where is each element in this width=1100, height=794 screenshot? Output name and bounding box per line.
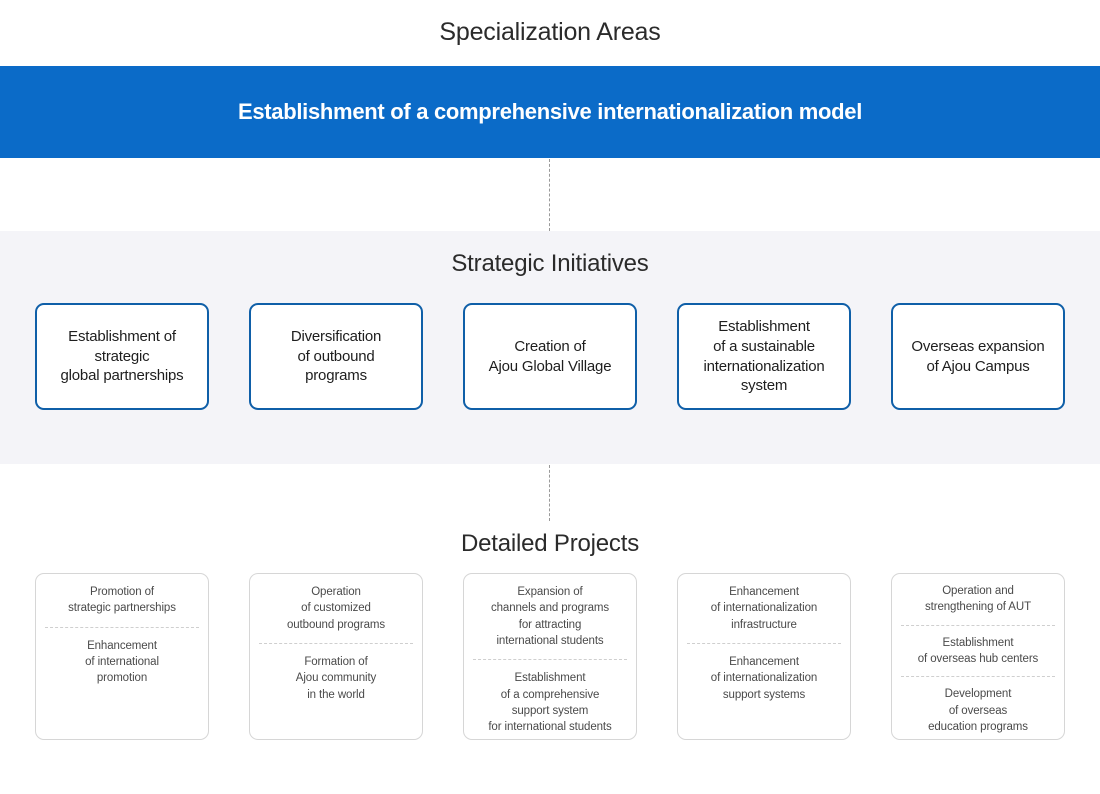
detailed-project-item: Enhancement of international promotion — [45, 626, 199, 697]
detailed-projects-card-3: Expansion of channels and programs for a… — [463, 573, 637, 740]
detailed-project-item: Operation and strengthening of AUT — [924, 585, 1032, 614]
detailed-projects-row: Promotion of strategic partnerships Enha… — [35, 573, 1065, 740]
detailed-project-item: Expansion of channels and programs for a… — [490, 586, 610, 647]
specialization-areas-title: Specialization Areas — [439, 18, 661, 46]
connector-line-top — [549, 159, 550, 231]
vision-banner-text: Establishment of a comprehensive interna… — [237, 99, 863, 124]
detailed-projects-title: Detailed Projects — [460, 530, 640, 557]
detailed-project-item: Operation of customized outbound program… — [286, 586, 386, 631]
detailed-project-item: Enhancement of internationalization infr… — [710, 586, 818, 631]
strategic-initiative-card-3[interactable]: Creation of Ajou Global Village — [463, 303, 637, 410]
detailed-project-item: Establishment of a comprehensive support… — [473, 659, 627, 745]
detailed-project-item: Enhancement of internationalization supp… — [687, 642, 841, 713]
strategic-initiatives-title: Strategic Initiatives — [451, 250, 649, 277]
detailed-projects-card-1: Promotion of strategic partnerships Enha… — [35, 573, 209, 740]
vision-banner: Establishment of a comprehensive interna… — [0, 66, 1100, 158]
strategic-initiatives-row: Establishment of strategic global partne… — [35, 303, 1065, 410]
detailed-projects-card-4: Enhancement of internationalization infr… — [677, 573, 851, 740]
strategic-initiative-card-2[interactable]: Diversification of outbound programs — [249, 303, 423, 410]
detailed-project-item: Formation of Ajou community in the world — [259, 642, 413, 713]
detailed-project-item: Promotion of strategic partnerships — [68, 586, 176, 615]
connector-line-bottom — [549, 465, 550, 521]
detailed-project-item: Establishment of overseas hub centers — [901, 624, 1055, 677]
detailed-projects-card-5: Operation and strengthening of AUT Estab… — [891, 573, 1065, 740]
detailed-project-item: Development of overseas education progra… — [901, 676, 1055, 744]
strategic-initiative-card-4[interactable]: Establishment of a sustainable internati… — [677, 303, 851, 410]
strategic-initiative-card-5[interactable]: Overseas expansion of Ajou Campus — [891, 303, 1065, 410]
strategic-initiative-card-1[interactable]: Establishment of strategic global partne… — [35, 303, 209, 410]
detailed-projects-card-2: Operation of customized outbound program… — [249, 573, 423, 740]
